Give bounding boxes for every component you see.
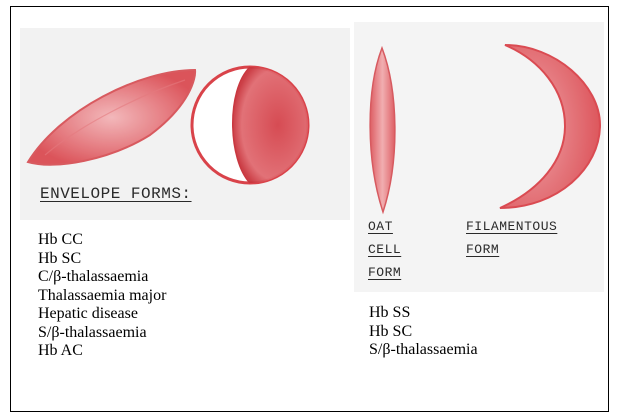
form-label-line: FORM [368, 265, 401, 280]
list-item: Hb SC [369, 323, 478, 342]
list-item: Hb CC [38, 231, 166, 250]
filamentous-form-label-line: FORM [466, 242, 499, 257]
envelope-cell-drawing [28, 70, 195, 165]
oat-label-line: OAT [368, 219, 393, 234]
envelope-forms-heading: ENVELOPE FORMS: [40, 185, 192, 203]
oat-filamentous-condition-list: Hb SS Hb SC S/β-thalassaemia [369, 304, 478, 360]
list-item: Hepatic disease [38, 305, 166, 324]
list-item: S/β-thalassaemia [369, 341, 478, 360]
list-item: Hb AC [38, 342, 166, 361]
half-moon-cell-drawing [192, 67, 308, 183]
list-item: Hb SC [38, 250, 166, 269]
list-item: S/β-thalassaemia [38, 324, 166, 343]
filamentous-cell-drawing [500, 45, 600, 208]
envelope-forms-condition-list: Hb CC Hb SC C/β-thalassaemia Thalassaemi… [38, 231, 166, 361]
filamentous-label-line: FILAMENTOUS [466, 219, 557, 234]
list-item: C/β-thalassaemia [38, 268, 166, 287]
cell-label-line: CELL [368, 242, 401, 257]
oat-cell-drawing [370, 48, 395, 212]
list-item: Hb SS [369, 304, 478, 323]
list-item: Thalassaemia major [38, 287, 166, 306]
